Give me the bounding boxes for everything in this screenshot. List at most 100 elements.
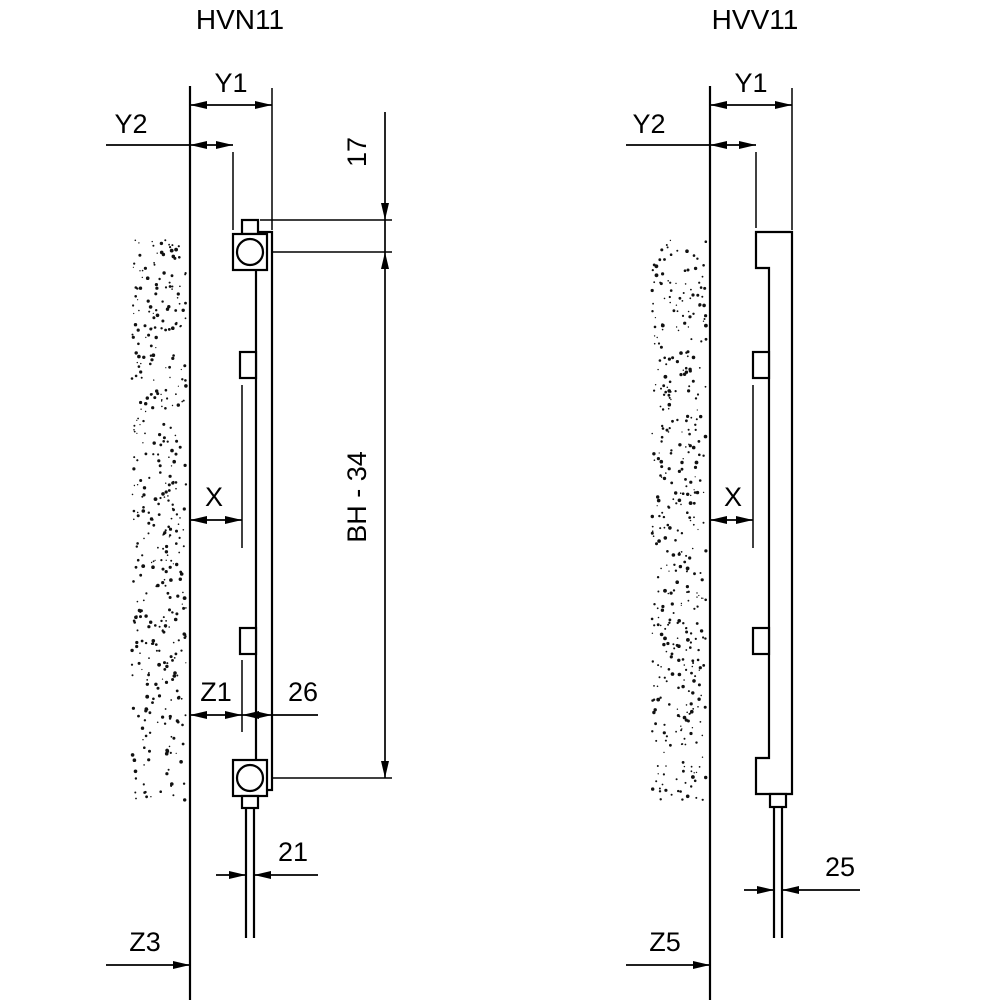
arrowhead (173, 961, 190, 969)
arrowhead (225, 711, 242, 719)
dim-label-bh34: BH - 34 (342, 451, 372, 543)
wall-texture-dot (674, 569, 678, 572)
wall-texture-dot (152, 312, 154, 314)
wall-texture-dot (692, 523, 695, 526)
wall-texture-dot (159, 496, 162, 500)
wall-texture-dot (142, 599, 145, 602)
wall-texture-dot (161, 567, 165, 571)
arrowhead (255, 711, 272, 719)
wall-texture-dot (132, 266, 134, 268)
wall-texture-dot (147, 673, 151, 677)
wall-texture-dot (163, 661, 166, 665)
wall-texture-dot (157, 546, 159, 549)
wall-texture-dot (145, 795, 149, 799)
wall-texture-dot (690, 494, 692, 497)
wall-texture-dot (685, 649, 688, 651)
wall-texture-dot (184, 483, 188, 486)
wall-texture-dot (668, 380, 672, 384)
wall-texture-dot (174, 481, 178, 484)
wall-texture-dot (131, 706, 135, 710)
wall-texture-dot (132, 467, 136, 471)
arrowhead (190, 101, 207, 109)
wall-texture-dot (665, 363, 668, 366)
wall-texture-dot (153, 326, 157, 329)
wall-texture-dot (162, 534, 164, 536)
wall-texture-dot (178, 445, 182, 449)
wall-texture-dot (650, 531, 654, 535)
wall-texture-dot (704, 314, 708, 318)
wall-texture-dot (669, 289, 673, 292)
wall-texture-dot (675, 580, 679, 584)
wall-texture-dot (136, 629, 139, 632)
wall-texture-dot (696, 257, 699, 260)
top-connection-pipe-circle (235, 237, 265, 267)
wall-texture-dot (144, 709, 148, 713)
wall-texture-dot (689, 731, 693, 736)
wall-texture-dot (696, 592, 698, 594)
wall-texture-dot (164, 328, 168, 332)
wall-texture-dot (171, 404, 174, 407)
wall-texture-dot (160, 559, 163, 562)
arrowhead (216, 141, 233, 149)
wall-texture-dot (685, 351, 688, 354)
wall-texture-dot (168, 243, 171, 246)
wall-texture-dot (670, 481, 674, 485)
wall-texture-dot (669, 301, 671, 304)
wall-texture-dot (180, 697, 183, 700)
wall-texture-dot (667, 668, 671, 671)
wall-texture-dot (161, 715, 165, 719)
dimension-z5: Z5 (626, 927, 710, 969)
wall-texture-dot (149, 327, 153, 331)
wall-texture-dot (170, 274, 174, 278)
wall-texture-dot (685, 446, 687, 448)
wall-texture-dot (136, 484, 139, 486)
wall-texture-dot (155, 309, 158, 312)
wall-texture-dot (171, 285, 174, 288)
wall-texture-dot (666, 564, 668, 566)
wall-texture-dot (179, 285, 181, 288)
dimension-y1: Y1 (190, 68, 272, 109)
wall-texture-dot (661, 783, 664, 786)
wall-texture-dot (149, 354, 153, 357)
wall-texture-dot (693, 772, 695, 774)
wall-texture-dot (177, 639, 180, 642)
wall-texture-dot (153, 263, 156, 266)
wall-texture-dot (134, 351, 138, 355)
wall-texture-dot (662, 515, 666, 519)
wall-texture-dot (140, 376, 143, 379)
bottom-connection-nipple (768, 792, 788, 809)
wall-texture-dot (165, 749, 170, 753)
wall-texture-dot (663, 636, 667, 641)
wall-texture-dot (678, 715, 681, 718)
wall-texture-dot (171, 659, 174, 662)
wall-texture-dot (174, 247, 179, 252)
wall-hatching (130, 239, 188, 802)
dimension-21: 21 (216, 837, 318, 879)
wall-texture-dot (670, 398, 672, 401)
wall-texture-dot (656, 498, 661, 503)
wall-texture-dot (676, 310, 679, 313)
wall-texture-dot (696, 409, 698, 411)
wall-texture-dot (672, 589, 676, 592)
wall-texture-dot (147, 521, 151, 525)
wall-texture-dot (151, 701, 154, 704)
wall-texture-dot (172, 563, 174, 565)
wall-texture-dot (162, 440, 165, 443)
wall-texture-dot (675, 778, 678, 781)
wall-texture-dot (692, 254, 696, 257)
wall-texture-dot (178, 536, 181, 540)
wall-texture-dot (703, 286, 707, 290)
bottom-connection-pipe-circle (235, 763, 265, 793)
dim-label-x: X (724, 482, 742, 512)
wall-texture-dot (663, 723, 666, 726)
wall-texture-dot (164, 708, 167, 710)
arrowhead (381, 252, 389, 269)
dim-label-z3: Z3 (129, 927, 161, 957)
wall-texture-dot (164, 286, 168, 289)
wall-texture-dot (157, 662, 162, 667)
wall-texture-dot (165, 544, 169, 549)
wall-texture-dot (177, 245, 180, 248)
wall-texture-dot (680, 729, 683, 732)
wall-texture-dot (135, 545, 138, 548)
